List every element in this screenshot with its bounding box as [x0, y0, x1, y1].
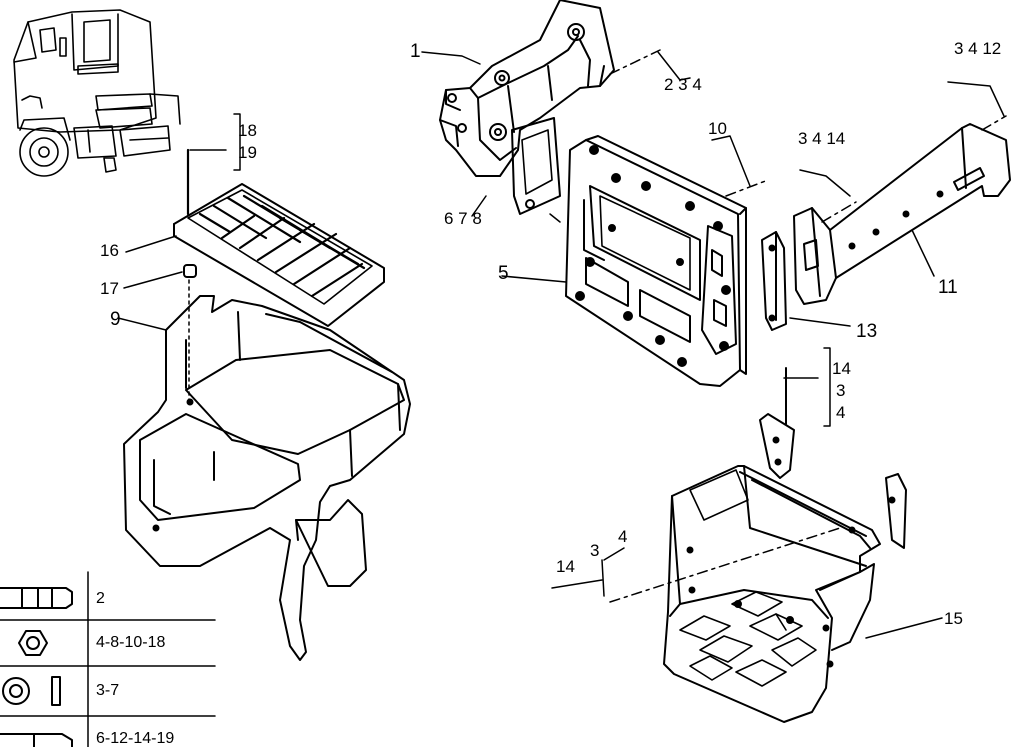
callout-5: 5 [498, 263, 509, 284]
callout-6-7-8: 6 7 8 [444, 209, 482, 228]
legend-row-nut-label: 4-8-10-18 [96, 634, 166, 651]
step-grating-16 [173, 183, 385, 327]
callout-2-3-4: 2 3 4 [664, 75, 702, 94]
callout-10: 10 [708, 119, 727, 138]
nut-icon [18, 630, 48, 656]
legend-row-bolt-label: 2 [96, 590, 105, 607]
bracket-1 [439, 0, 615, 215]
callout-14-low: 14 [556, 557, 575, 576]
callout-15: 15 [944, 609, 963, 628]
callout-4-low: 4 [618, 527, 628, 546]
callout-16: 16 [100, 241, 119, 260]
callout-14-mid: 14 [832, 359, 851, 378]
bolt-icon [0, 587, 73, 609]
lower-step-15 [663, 413, 907, 723]
callout-3-low: 3 [590, 541, 600, 560]
callout-3-4-14-top: 3 4 14 [798, 129, 846, 148]
callout-19: 19 [238, 143, 257, 162]
small-bracket-13 [761, 231, 787, 331]
callout-1: 1 [410, 41, 421, 62]
legend-row-screw-label: 6-12-14-19 [96, 730, 175, 747]
truck-cab-thumbnail [13, 9, 181, 177]
legend-table-grid [0, 571, 216, 747]
mounting-plate-5 [565, 135, 747, 387]
callout-9: 9 [110, 309, 121, 330]
screw-icon [0, 733, 73, 747]
callout-18: 18 [238, 121, 257, 140]
leader-lines [117, 51, 1005, 639]
support-arm-11 [793, 123, 1011, 305]
callout-3-mid: 3 [836, 381, 846, 400]
legend-row-washer-label: 3-7 [96, 682, 120, 699]
bushing-17 [183, 264, 197, 278]
step-housing-9 [123, 295, 411, 661]
callout-13: 13 [856, 321, 878, 342]
callout-11: 11 [938, 277, 958, 298]
washer-icon [2, 676, 61, 706]
callout-3-4-12: 3 4 12 [954, 39, 1002, 58]
callout-17: 17 [100, 279, 119, 298]
callout-4-mid: 4 [836, 403, 846, 422]
